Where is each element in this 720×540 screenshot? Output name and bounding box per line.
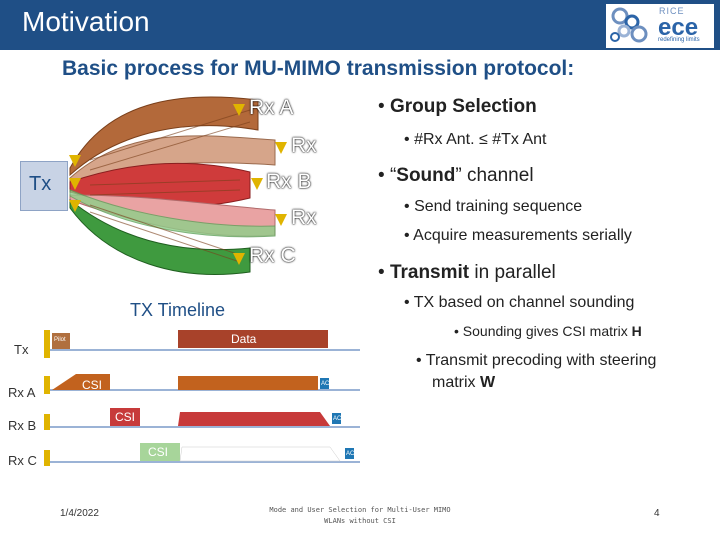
rx-c-ack-label: ACK <box>346 451 359 457</box>
precoding-matrix-symbol: W <box>480 374 496 391</box>
footer-title-line1: Mode and User Selection for Multi-User M… <box>269 506 451 514</box>
rx-a-ack <box>320 378 329 389</box>
rx-c-antenna-icon <box>233 253 245 265</box>
sound-word: Sound <box>396 165 456 186</box>
sound-suffix: ” channel <box>455 165 534 186</box>
rx-c-label: Rx C <box>249 244 296 267</box>
timeline-row-rx-c: Rx C <box>8 453 37 468</box>
logo-tagline: redefining limits <box>658 37 700 43</box>
rx-b-ack <box>332 413 341 424</box>
tx-antenna-icon-1 <box>69 155 81 167</box>
bullet-acquire: • Acquire measurements serially <box>404 227 632 245</box>
rx-b-antenna-strip <box>44 414 50 430</box>
send-training-text: Send training sequence <box>414 198 583 215</box>
csi-prefix: Sounding gives CSI matrix <box>462 323 632 339</box>
rx-b-data-segment <box>178 412 330 426</box>
rx-a-data-segment <box>178 376 318 390</box>
rx-a-antenna-icon <box>233 104 245 116</box>
tx-antenna-icon-2 <box>69 178 81 190</box>
rx-c-ack <box>345 448 354 459</box>
bullet-dot-icon: • <box>404 131 410 148</box>
timeline-row-tx: Tx <box>14 342 29 357</box>
csi-matrix-symbol: H <box>631 323 642 339</box>
pilot-segment <box>52 333 70 349</box>
rx-a-csi-label: CSI <box>82 378 103 392</box>
rx-b-label: Rx B <box>266 170 312 193</box>
rx-a-ack-label: ACK <box>321 381 334 387</box>
bullet-dot-icon: • <box>404 198 410 215</box>
rx-a-label: Rx A <box>249 96 294 119</box>
data-label: Data <box>231 332 257 346</box>
timeline-row-rx-a: Rx A <box>8 385 36 400</box>
antenna-rule-text: #Rx Ant. ≤ #Tx Ant <box>414 131 547 148</box>
rx-b-csi-label: CSI <box>115 410 136 424</box>
group-selection-text: Group Selection <box>389 96 537 117</box>
transmit-suffix: in parallel <box>469 262 556 283</box>
rx-c-csi-label: CSI <box>148 445 169 459</box>
rx-a2-antenna-icon <box>275 142 287 154</box>
footer-title-line2: WLANs without CSI <box>324 517 396 525</box>
rx-a-antenna-strip <box>44 376 50 394</box>
logo-rice-text: RICE <box>659 6 685 16</box>
bullet-dot-icon: • <box>378 165 385 186</box>
logo-ece-text: ece <box>658 14 699 41</box>
rx-b-antenna-icon <box>251 178 263 190</box>
slide-subtitle: Basic process for MU-MIMO transmission p… <box>62 57 575 80</box>
beam-rx-c-inner <box>69 189 276 238</box>
precoding-line2-prefix: matrix <box>432 374 480 391</box>
timeline-title: TX Timeline <box>130 300 226 320</box>
rx-a-csi-segment <box>52 374 110 390</box>
rx-b-ack-label: ACK <box>333 416 346 422</box>
rx-c-antenna-strip <box>44 450 50 466</box>
bullet-dot-icon: • <box>454 323 459 339</box>
bullet-sound-channel: • “Sound” channel <box>378 165 534 187</box>
bullet-tx-based: • TX based on channel sounding <box>404 294 634 312</box>
data-segment <box>178 330 328 348</box>
timeline-graph <box>44 330 360 466</box>
beam-rx-a-outer <box>69 96 259 177</box>
tx-based-text: TX based on channel sounding <box>413 294 635 311</box>
bullet-antenna-rule: • #Rx Ant. ≤ #Tx Ant <box>404 131 546 149</box>
rx-b2-antenna-icon <box>275 214 287 226</box>
sound-prefix: “ <box>389 165 397 186</box>
tx-antenna-icon-3 <box>69 200 81 212</box>
slide-title: Motivation <box>22 6 150 37</box>
rx-c-data-segment <box>179 446 341 462</box>
timeline-row-rx-b: Rx B <box>8 418 37 433</box>
page-number: 4 <box>654 508 660 519</box>
bullet-csi-matrix: • Sounding gives CSI matrix H <box>454 323 642 339</box>
pilot-label: Pilot <box>54 337 66 343</box>
bullet-dot-icon: • <box>378 262 385 283</box>
bullet-dot-icon: • <box>404 294 410 311</box>
rx-c-csi-segment <box>140 443 180 461</box>
title-bar: Motivation <box>0 0 720 50</box>
transmit-word: Transmit <box>389 262 470 283</box>
acquire-text: Acquire measurements serially <box>413 227 632 244</box>
bullet-transmit: • Transmit in parallel <box>378 262 556 284</box>
precoding-line1: Transmit precoding with steering <box>425 352 657 369</box>
beam-stripes <box>89 109 251 263</box>
rx-a2-label: Rx <box>291 134 317 157</box>
bullet-dot-icon: • <box>378 96 385 117</box>
bullet-group-selection: • Group Selection <box>378 96 537 118</box>
footer-title: Mode and User Selection for Multi-User M… <box>240 505 480 527</box>
bullet-precoding: • Transmit precoding with steering matri… <box>416 350 656 394</box>
tx-antenna-strip <box>44 330 50 358</box>
tx-node-label: Tx <box>29 173 52 195</box>
precoding-line2: matrix W <box>416 374 495 391</box>
footer-date: 1/4/2022 <box>60 508 99 519</box>
rice-ece-logo: RICE ece redefining limits <box>606 4 714 48</box>
bullet-dot-icon: • <box>404 227 410 244</box>
rx-b-csi-segment <box>110 408 140 426</box>
tx-node <box>20 161 68 211</box>
bullet-dot-icon: • <box>416 352 422 369</box>
beam-rx-c-outer <box>69 198 251 275</box>
logo-rings-icon <box>610 7 648 43</box>
bullet-send-training: • Send training sequence <box>404 198 582 216</box>
rx-b2-label: Rx <box>291 206 317 229</box>
